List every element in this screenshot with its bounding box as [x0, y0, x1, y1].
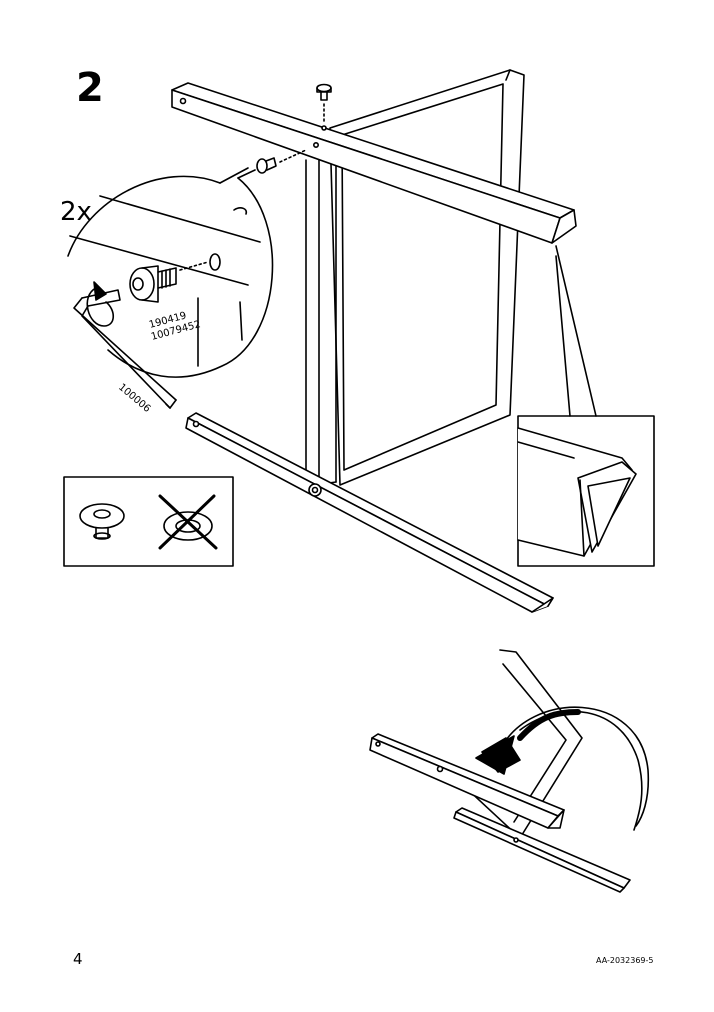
- crossed-out-screw-icon: [158, 494, 218, 550]
- document-code: AA-2032369-5: [596, 956, 654, 965]
- allen-key-part-number: 100006: [116, 382, 152, 415]
- detail-zoom-circle: [67, 167, 274, 409]
- top-beam: [171, 82, 577, 244]
- bottom-rail: [185, 412, 554, 613]
- back-frame: [329, 69, 525, 486]
- flip-illustration: [369, 649, 631, 893]
- curved-rotate-arrow-icon: [475, 706, 650, 831]
- screw-comparison-box: [63, 476, 234, 567]
- side-screw: [256, 149, 307, 174]
- front-legs: [305, 149, 337, 485]
- page-number: 4: [73, 950, 83, 968]
- top-screw: [316, 83, 332, 123]
- rotate-clockwise-icon: [86, 281, 115, 327]
- screw-head-icon: [79, 503, 125, 540]
- step-number: 2: [76, 65, 104, 111]
- corner-detail: [517, 245, 637, 557]
- quantity-label: 2x: [60, 197, 92, 227]
